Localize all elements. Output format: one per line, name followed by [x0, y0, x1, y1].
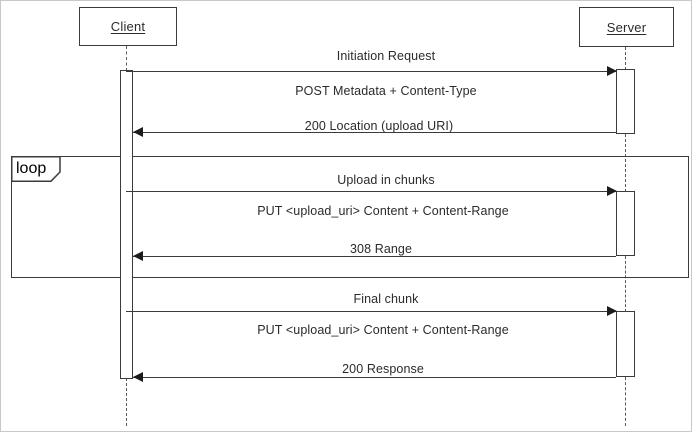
message-label-200-response: 200 Response — [342, 362, 424, 376]
arrowhead-308-range — [133, 251, 143, 261]
section-label-final-chunk: Final chunk — [353, 292, 419, 306]
message-label-put-final-chunk: PUT <upload_uri> Content + Content-Range — [257, 323, 509, 337]
participant-box-client[interactable]: Client — [79, 7, 177, 46]
arrowhead-put-final-chunk — [607, 306, 617, 316]
participant-label-client: Client — [110, 19, 146, 34]
arrowhead-post-metadata — [607, 66, 617, 76]
lifeline-server-seg-2 — [625, 134, 626, 192]
arrowhead-200-response — [133, 372, 143, 382]
message-label-put-chunk: PUT <upload_uri> Content + Content-Range — [257, 204, 509, 218]
fragment-tab-shape — [11, 156, 61, 182]
participant-box-server[interactable]: Server — [579, 7, 674, 47]
message-line-post-metadata[interactable] — [126, 71, 616, 72]
lifeline-server-seg-3 — [625, 256, 626, 312]
message-label-308-range: 308 Range — [349, 242, 413, 256]
activation-bar-server-1[interactable] — [616, 69, 635, 134]
activation-bar-server-3[interactable] — [616, 311, 635, 377]
message-label-200-location: 200 Location (upload URI) — [304, 119, 454, 133]
message-line-308-range[interactable] — [133, 256, 616, 257]
message-line-put-chunk[interactable] — [126, 191, 616, 192]
section-label-initiation: Initiation Request — [336, 49, 436, 63]
message-line-200-response[interactable] — [133, 377, 616, 378]
lifeline-client-upper — [126, 46, 127, 71]
activation-bar-server-2[interactable] — [616, 191, 635, 256]
lifeline-server-seg-1 — [625, 47, 626, 70]
fragment-operator-label: loop — [16, 160, 47, 177]
fragment-tab-clip: loop — [11, 156, 61, 182]
arrowhead-put-chunk — [607, 186, 617, 196]
lifeline-client-lower — [126, 378, 127, 426]
participant-label-server: Server — [606, 19, 647, 35]
message-line-200-location[interactable] — [133, 132, 616, 133]
lifeline-server-seg-4 — [625, 377, 626, 426]
message-line-put-final-chunk[interactable] — [126, 311, 616, 312]
activation-bar-client[interactable] — [120, 70, 133, 379]
arrowhead-200-location — [133, 127, 143, 137]
message-label-post-metadata: POST Metadata + Content-Type — [295, 84, 477, 98]
section-label-upload-chunks: Upload in chunks — [337, 173, 435, 187]
combined-fragment-loop — [11, 156, 689, 278]
